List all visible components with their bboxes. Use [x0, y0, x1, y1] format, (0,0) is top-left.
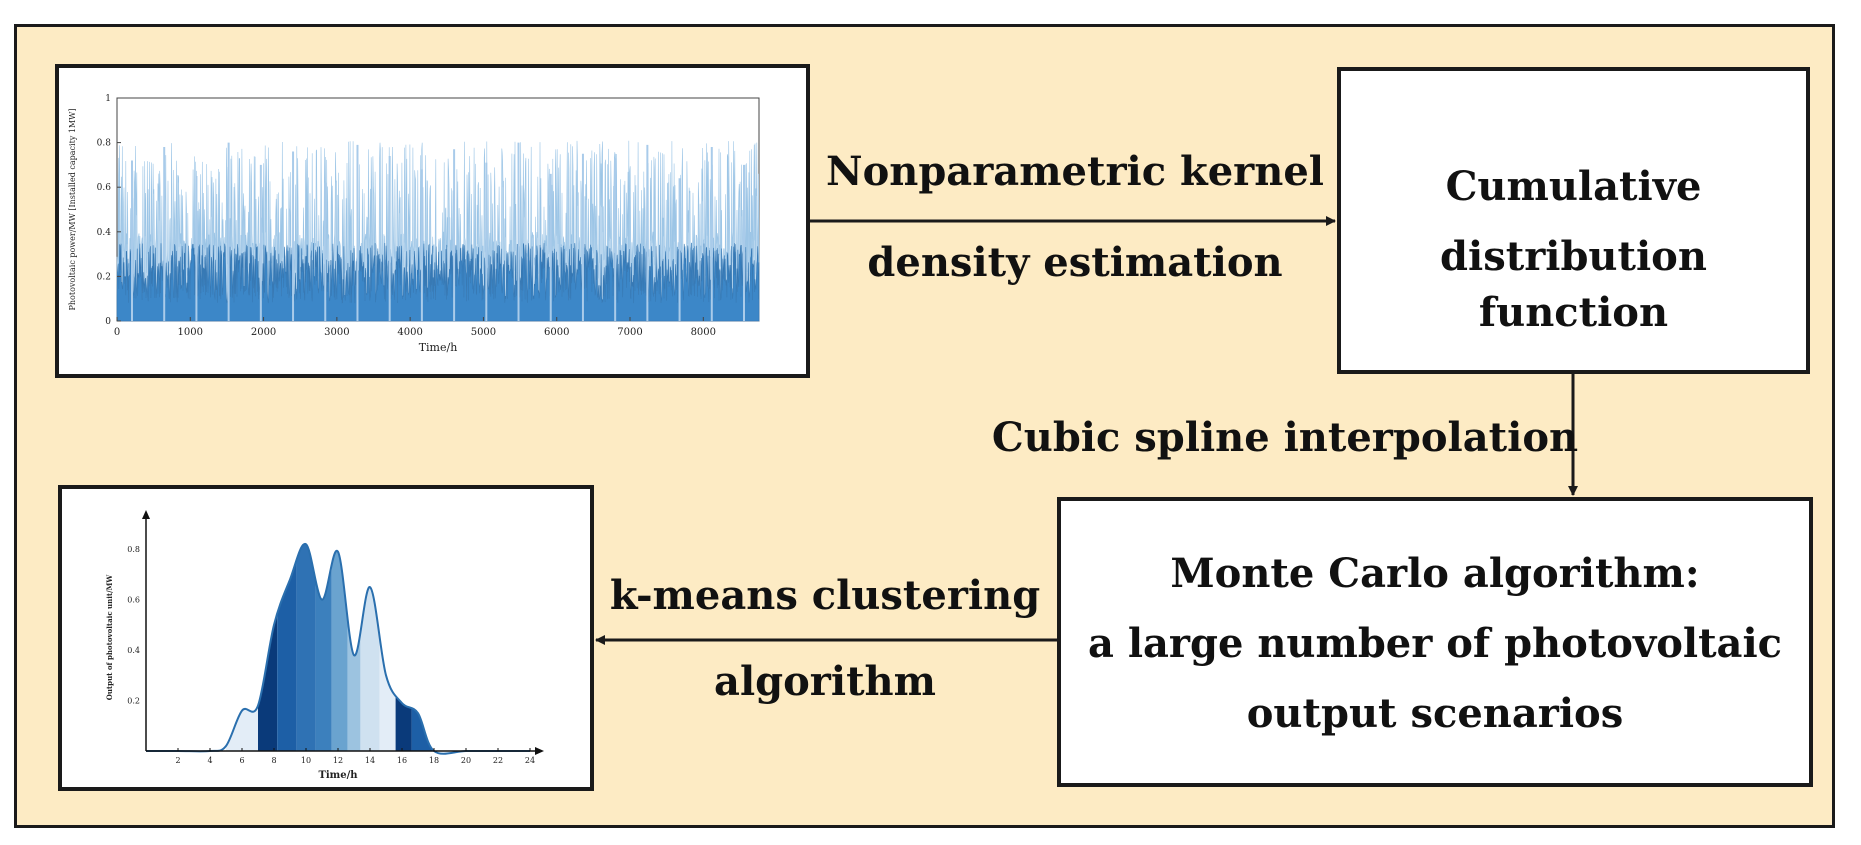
cluster-band — [258, 543, 278, 751]
x-tick-label: 7000 — [617, 327, 642, 338]
edge-label-kmeans-line-2: algorithm — [714, 658, 936, 705]
annual-pv-chart: 0 1000 2000 3000 4000 5000 6000 7000 8000 0 0.2 0.4… — [68, 94, 760, 354]
cluster-bands — [226, 543, 434, 751]
cluster-band — [315, 543, 332, 751]
node-cdf: Cumulative distribution function — [1337, 67, 1810, 374]
y-tick-label: 0.8 — [127, 545, 140, 554]
y-tick-label: 0.8 — [97, 139, 112, 149]
x-tick-label: 2 — [175, 756, 180, 765]
cluster-band — [296, 543, 316, 751]
x-tick-label: 6000 — [544, 327, 569, 338]
y-tick-label: 0.4 — [127, 646, 140, 655]
x-tick-label: 8000 — [691, 327, 716, 338]
node-monte-carlo-line-3: output scenarios — [1246, 690, 1624, 737]
x-tick-label: 20 — [461, 756, 471, 765]
y-tick-label: 0.6 — [127, 596, 140, 605]
cluster-band — [411, 543, 434, 751]
edge-label-kde-line-1: Nonparametric kernel — [826, 148, 1324, 195]
y-tick-label: 0.4 — [97, 228, 112, 238]
annual-pv-chart-box: 0 1000 2000 3000 4000 5000 6000 7000 8000 0 0.2 0.4… — [55, 64, 810, 378]
y-axis-label: Photovoltaic power/MW [Installed capacit… — [68, 109, 77, 311]
y-tick-label: 0.2 — [127, 697, 140, 706]
x-tick-label: 18 — [429, 756, 439, 765]
x-tick-label: 6 — [239, 756, 244, 765]
y-axis-arrow — [142, 510, 150, 519]
y-axis-label: Output of photovoltaic unit/MW — [105, 575, 114, 701]
y-tick-label: 0.2 — [97, 272, 111, 282]
scenario-curve — [146, 543, 530, 755]
node-monte-carlo: Monte Carlo algorithm: a large number of… — [1057, 497, 1813, 787]
cluster-band — [360, 543, 380, 751]
node-monte-carlo-line-2: a large number of photovoltaic — [1087, 620, 1783, 667]
x-tick-label: 12 — [333, 756, 343, 765]
x-tick-label: 4 — [207, 756, 212, 765]
y-tick-label: 1 — [105, 94, 111, 104]
x-tick-label: 4000 — [397, 327, 422, 338]
edge-label-kde-line-2: density estimation — [867, 239, 1283, 286]
node-cdf-line-1: Cumulative — [1445, 163, 1702, 210]
cluster-band — [395, 543, 412, 751]
x-tick-label: 24 — [525, 756, 535, 765]
x-tick-label: 16 — [397, 756, 407, 765]
cluster-band — [331, 543, 348, 751]
node-cdf-line-2: distribution function — [1440, 233, 1707, 336]
y-tick-label: 0 — [105, 317, 111, 327]
x-tick-label: 3000 — [324, 327, 349, 338]
x-tick-label: 22 — [493, 756, 503, 765]
x-tick-label: 5000 — [471, 327, 496, 338]
cluster-band — [277, 543, 297, 751]
x-tick-label: 10 — [301, 756, 311, 765]
x-tick-label: 8 — [271, 756, 276, 765]
edge-label-spline: Cubic spline interpolation — [991, 414, 1579, 461]
x-axis-arrow — [535, 747, 544, 755]
cluster-band — [226, 543, 258, 751]
x-tick-label: 14 — [365, 756, 375, 765]
series-core — [116, 242, 760, 322]
x-tick-label: 1000 — [178, 327, 203, 338]
x-tick-label: 0 — [114, 327, 120, 338]
node-monte-carlo-line-1: Monte Carlo algorithm: — [1170, 550, 1700, 597]
cluster-band — [379, 543, 396, 751]
edge-label-kmeans-line-1: k-means clustering — [609, 572, 1041, 619]
x-axis-label: Time/h — [419, 341, 458, 354]
x-tick-label: 2000 — [251, 327, 276, 338]
x-axis-label: Time/h — [318, 770, 358, 781]
y-tick-label: 0.6 — [97, 183, 112, 193]
